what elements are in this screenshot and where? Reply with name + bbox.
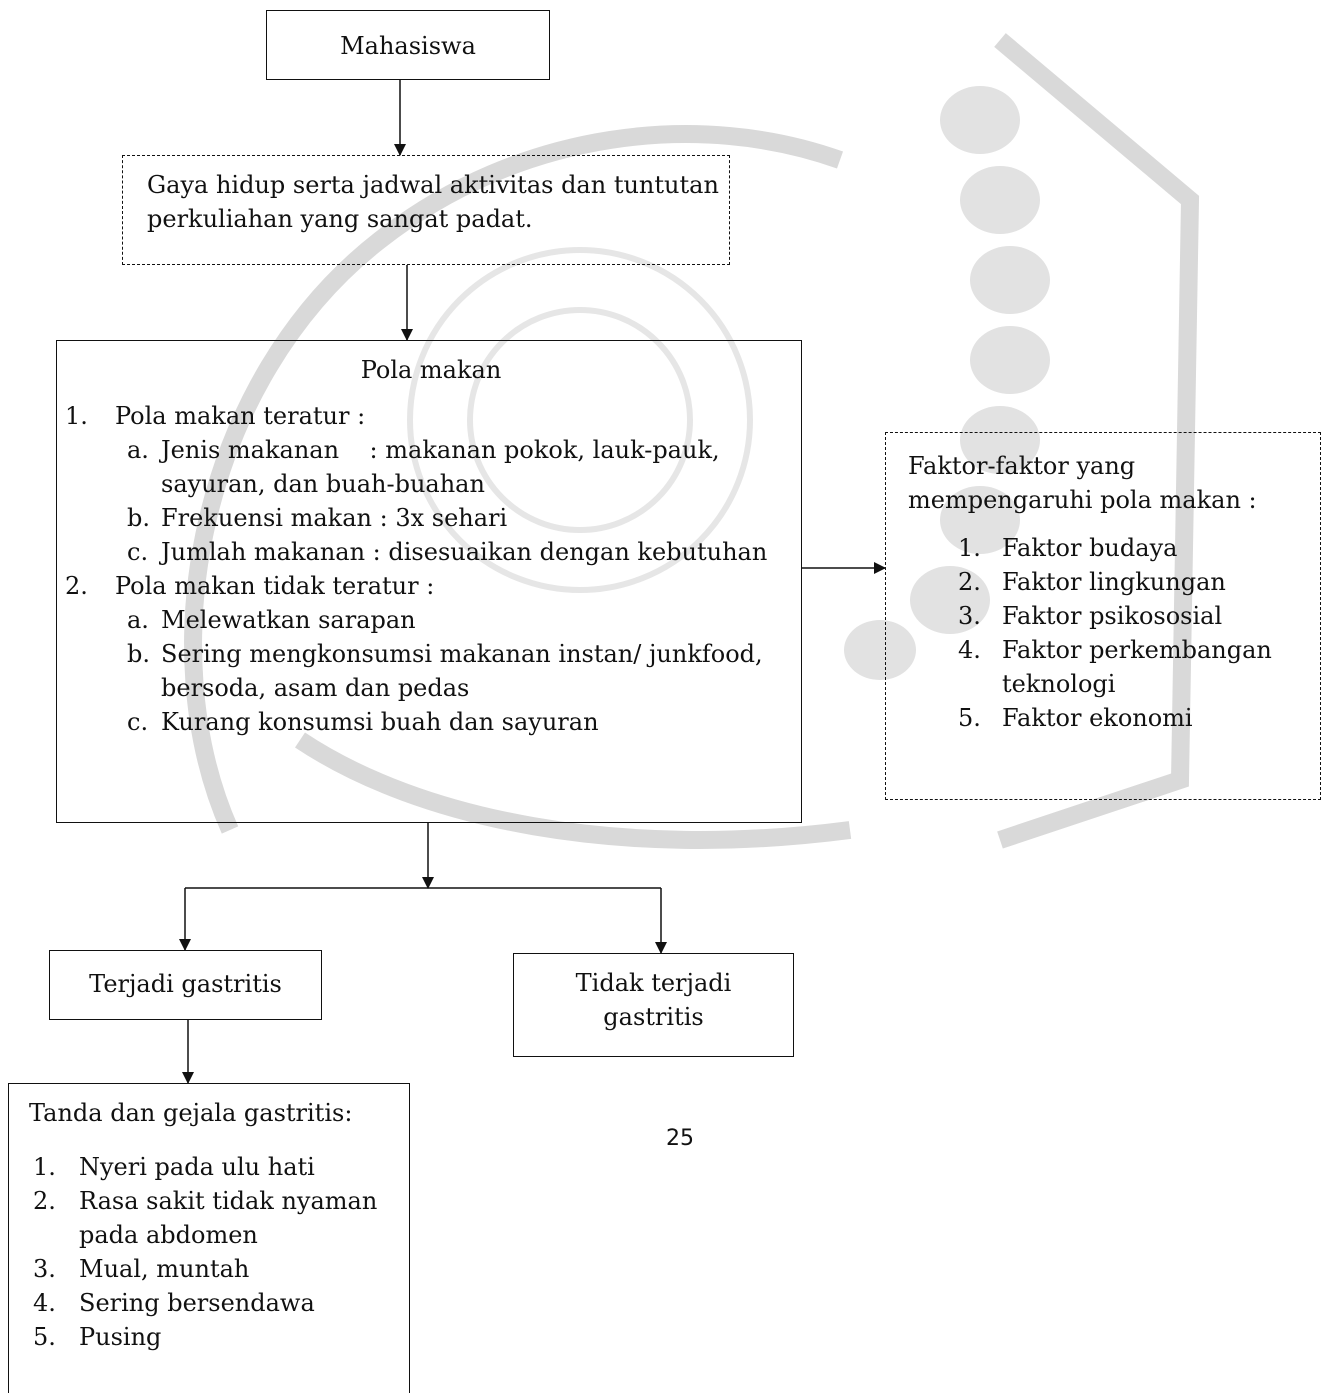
node-tanda-gejala: Tanda dan gejala gastritis: 1. Nyeri pad…	[8, 1083, 410, 1393]
sub-text: Kurang konsumsi buah dan sayuran	[161, 708, 599, 736]
faktor-item: 2. Faktor lingkungan	[908, 565, 1312, 599]
sub-item: b. Sering mengkonsumsi makanan instan/ j…	[115, 637, 797, 705]
sub-item: a. Jenis makanan : makanan pokok, lauk-p…	[115, 433, 797, 501]
tanda-marker: 4.	[33, 1289, 56, 1317]
pola-makan-sublist: a. Jenis makanan : makanan pokok, lauk-p…	[115, 433, 797, 569]
sub-text: Frekuensi makan : 3x sehari	[161, 504, 508, 532]
faktor-list: 1. Faktor budaya 2. Faktor lingkungan 3.…	[908, 531, 1312, 735]
faktor-marker: 1.	[958, 534, 981, 562]
faktor-text: Faktor budaya	[1002, 534, 1178, 562]
tanda-item: 1. Nyeri pada ulu hati	[29, 1150, 401, 1184]
node-mahasiswa-label: Mahasiswa	[340, 32, 476, 60]
sub-text: Jenis makanan : makanan pokok, lauk-pauk…	[161, 436, 728, 498]
node-tidak-terjadi-label: Tidak terjadi gastritis	[575, 969, 732, 1031]
tanda-text: Sering bersendawa	[79, 1289, 315, 1317]
faktor-text: Faktor lingkungan	[1002, 568, 1226, 596]
tanda-text: Pusing	[79, 1323, 162, 1351]
faktor-text: Faktor perkembangan teknologi	[1002, 636, 1272, 698]
sub-text: Jumlah makanan : disesuaikan dengan kebu…	[161, 538, 768, 566]
tanda-item: 5. Pusing	[29, 1320, 401, 1354]
sub-text: Melewatkan sarapan	[161, 606, 416, 634]
tanda-marker: 3.	[33, 1255, 56, 1283]
node-gaya-hidup-text: Gaya hidup serta jadwal aktivitas dan tu…	[147, 171, 719, 233]
node-terjadi-gastritis: Terjadi gastritis	[49, 950, 322, 1020]
faktor-item: 4. Faktor perkembangan teknologi	[908, 633, 1312, 701]
tanda-item: 4. Sering bersendawa	[29, 1286, 401, 1320]
tanda-text: Rasa sakit tidak nyaman pada abdomen	[79, 1187, 378, 1249]
faktor-marker: 5.	[958, 704, 981, 732]
faktor-text: Faktor ekonomi	[1002, 704, 1193, 732]
tanda-marker: 2.	[33, 1187, 56, 1215]
faktor-marker: 3.	[958, 602, 981, 630]
pola-makan-list: 1. Pola makan teratur : a. Jenis makanan…	[65, 399, 797, 739]
item-label: Pola makan teratur :	[115, 402, 366, 430]
faktor-item: 1. Faktor budaya	[908, 531, 1312, 565]
tanda-list: 1. Nyeri pada ulu hati 2. Rasa sakit tid…	[29, 1150, 401, 1354]
faktor-marker: 4.	[958, 636, 981, 664]
sub-marker: a.	[127, 606, 149, 634]
faktor-marker: 2.	[958, 568, 981, 596]
tanda-title: Tanda dan gejala gastritis:	[29, 1099, 353, 1127]
sub-marker: c.	[127, 538, 149, 566]
node-pola-makan: Pola makan 1. Pola makan teratur : a. Je…	[56, 340, 802, 823]
pola-makan-item: 2. Pola makan tidak teratur : a. Melewat…	[65, 569, 797, 739]
tanda-text: Mual, muntah	[79, 1255, 250, 1283]
sub-marker: c.	[127, 708, 149, 736]
pola-makan-sublist: a. Melewatkan sarapan b. Sering mengkons…	[115, 603, 797, 739]
faktor-title: Faktor-faktor yang mempengaruhi pola mak…	[908, 452, 1257, 514]
node-faktor: Faktor-faktor yang mempengaruhi pola mak…	[885, 432, 1321, 800]
page-number: 25	[666, 1126, 694, 1151]
sub-marker: a.	[127, 436, 149, 464]
pola-makan-item: 1. Pola makan teratur : a. Jenis makanan…	[65, 399, 797, 569]
faktor-text: Faktor psikososial	[1002, 602, 1223, 630]
faktor-item: 3. Faktor psikososial	[908, 599, 1312, 633]
tanda-text: Nyeri pada ulu hati	[79, 1153, 315, 1181]
node-terjadi-label: Terjadi gastritis	[89, 970, 282, 998]
node-mahasiswa: Mahasiswa	[266, 10, 550, 80]
tanda-marker: 1.	[33, 1153, 56, 1181]
tanda-item: 3. Mual, muntah	[29, 1252, 401, 1286]
sub-marker: b.	[127, 640, 150, 668]
sub-item: c. Kurang konsumsi buah dan sayuran	[115, 705, 797, 739]
sub-marker: b.	[127, 504, 150, 532]
tanda-marker: 5.	[33, 1323, 56, 1351]
pola-makan-title: Pola makan	[360, 356, 502, 384]
faktor-item: 5. Faktor ekonomi	[908, 701, 1312, 735]
node-gaya-hidup: Gaya hidup serta jadwal aktivitas dan tu…	[122, 155, 730, 265]
item-label: Pola makan tidak teratur :	[115, 572, 435, 600]
sub-item: a. Melewatkan sarapan	[115, 603, 797, 637]
tanda-item: 2. Rasa sakit tidak nyaman pada abdomen	[29, 1184, 401, 1252]
item-marker: 1.	[65, 402, 88, 430]
sub-text: Sering mengkonsumsi makanan instan/ junk…	[161, 640, 763, 702]
sub-item: c. Jumlah makanan : disesuaikan dengan k…	[115, 535, 797, 569]
item-marker: 2.	[65, 572, 88, 600]
sub-item: b. Frekuensi makan : 3x sehari	[115, 501, 797, 535]
node-tidak-terjadi-gastritis: Tidak terjadi gastritis	[513, 953, 794, 1057]
